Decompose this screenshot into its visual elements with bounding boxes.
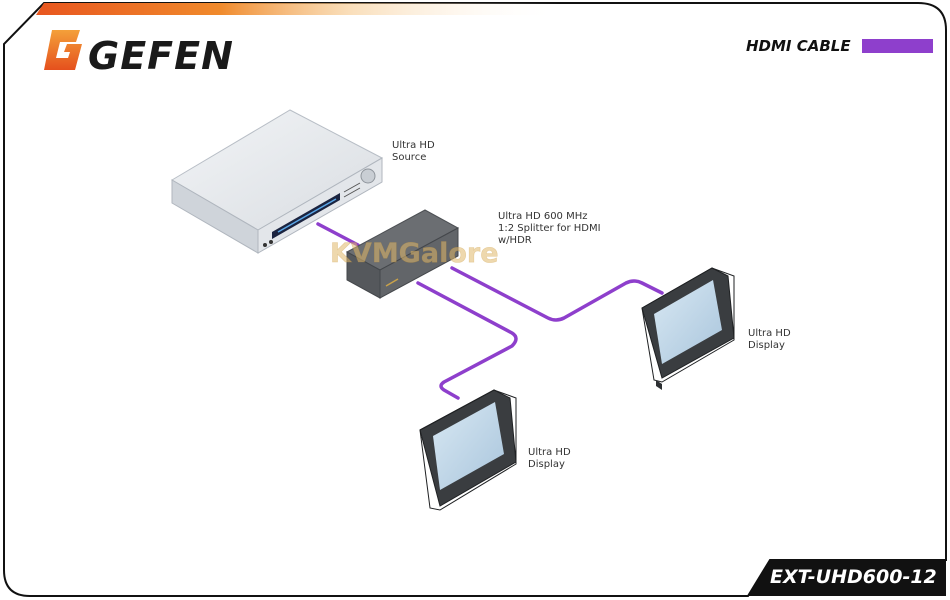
splitter-label-line-2: 1:2 Splitter for HDMI xyxy=(498,223,601,234)
source-label: Ultra HD Source xyxy=(392,140,435,164)
display-bottom-label: Ultra HD Display xyxy=(528,447,571,471)
cable-splitter-to-display-right xyxy=(450,266,664,322)
hdmi-splitter-icon xyxy=(345,209,460,299)
display-bottom-icon xyxy=(419,389,517,511)
frame-border xyxy=(3,2,947,597)
display-bottom-label-line-1: Ultra HD xyxy=(528,447,571,458)
legend-cable-swatch xyxy=(862,39,933,53)
cable-source-to-splitter xyxy=(316,222,360,247)
hdmi-cables xyxy=(316,222,664,400)
model-tab xyxy=(748,560,946,596)
splitter-label-line-3: w/HDR xyxy=(498,235,532,246)
display-bottom-label-line-2: Display xyxy=(528,459,565,470)
display-right-label: Ultra HD Display xyxy=(748,328,791,352)
splitter-label-line-1: Ultra HD 600 MHz xyxy=(498,211,588,222)
watermark: KVMGalore xyxy=(330,238,499,269)
display-right-label-line-1: Ultra HD xyxy=(748,328,791,339)
source-device-icon xyxy=(171,109,384,254)
display-right-icon xyxy=(641,267,735,390)
gefen-logo-icon xyxy=(44,30,82,70)
model-number: EXT-UHD600-12 xyxy=(770,566,937,588)
brand-name: GEFEN xyxy=(88,34,234,78)
splitter-label: Ultra HD 600 MHz 1:2 Splitter for HDMI w… xyxy=(498,211,601,247)
legend-label: HDMI CABLE xyxy=(746,37,851,55)
top-accent-bar xyxy=(36,3,560,15)
display-right-label-line-2: Display xyxy=(748,340,785,351)
source-label-line-1: Ultra HD xyxy=(392,140,435,151)
cable-splitter-to-display-bottom xyxy=(416,281,518,400)
source-label-line-2: Source xyxy=(392,152,427,163)
